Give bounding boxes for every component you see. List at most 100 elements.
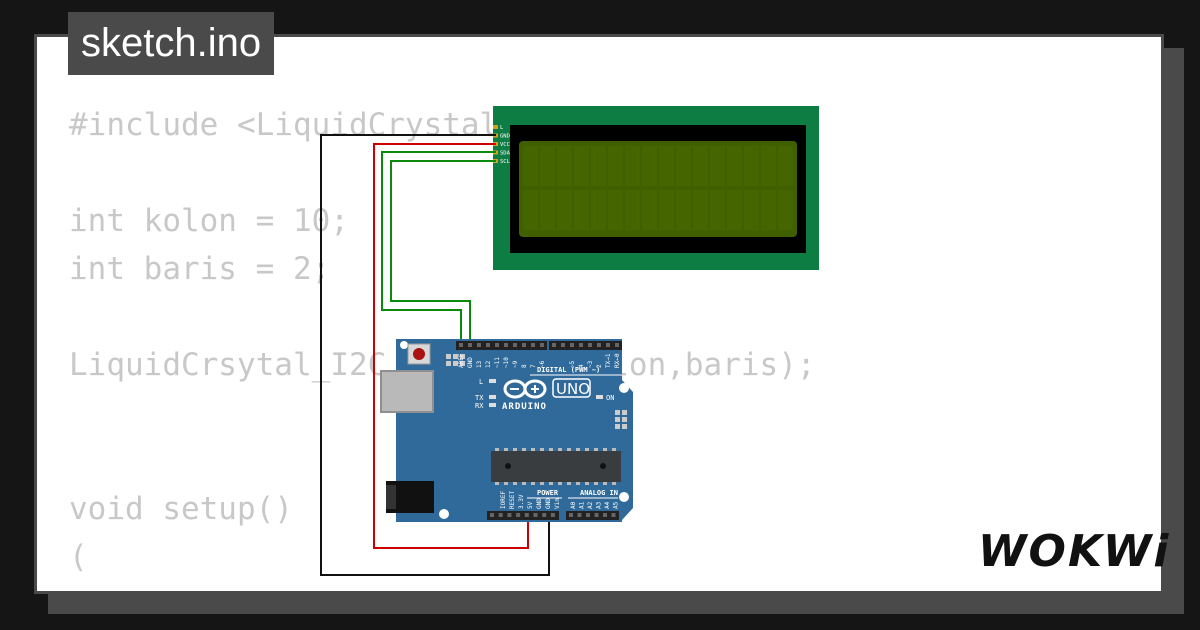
analog-pin (603, 513, 607, 517)
uno-model-label: UNO (556, 380, 590, 398)
lcd-cell (540, 146, 555, 186)
chip-leg (612, 482, 616, 485)
analog-pin-label: A2 (587, 501, 594, 509)
chip-leg (549, 448, 553, 451)
analog-pin (594, 513, 599, 517)
icsp-pin (446, 354, 451, 359)
icsp-header-right (615, 410, 627, 429)
wire-sda[interactable] (381, 151, 496, 345)
chip-leg (567, 482, 571, 485)
digital-pin-label: GND (467, 357, 474, 368)
icsp-pin (453, 354, 458, 359)
digital-pin (486, 343, 490, 347)
lcd-cell (642, 190, 657, 230)
icsp-pin (622, 410, 627, 415)
atmega-chip (491, 451, 621, 482)
digital-header-left (456, 341, 547, 350)
digital-pin-label: ~9 (512, 360, 519, 368)
icsp-pin (615, 417, 620, 422)
chip-leg (549, 482, 553, 485)
wire-gnd[interactable] (320, 134, 550, 576)
digital-pin-label: AREF (458, 353, 465, 368)
chip-leg (603, 482, 607, 485)
chip-leg (594, 448, 598, 451)
chip-leg (522, 448, 526, 451)
icsp-pin (460, 354, 465, 359)
icsp-pin (615, 410, 620, 415)
chip-leg (558, 482, 562, 485)
power-pin (524, 513, 529, 517)
icsp-pin (622, 417, 627, 422)
digital-pin (615, 343, 619, 347)
icsp-pin (453, 361, 458, 366)
lcd-cell (608, 146, 623, 186)
digital-pin-label: RX←0 (614, 353, 621, 368)
digital-pin (477, 343, 481, 347)
power-pin-label: IOREF (500, 491, 507, 509)
led-label: TX (475, 394, 484, 402)
digital-pin (588, 343, 592, 347)
chip-leg (594, 482, 598, 485)
code-line: lcd.init(); (69, 581, 816, 591)
power-pin (542, 513, 547, 517)
digital-pin (531, 343, 535, 347)
digital-pin-label: 2 (596, 364, 603, 368)
lcd-cell (710, 190, 725, 230)
led-on (596, 395, 603, 399)
analog-pin (611, 513, 616, 517)
digital-pin (459, 343, 463, 347)
lcd-cell (591, 190, 606, 230)
lcd-pin-label: VCC (500, 142, 510, 148)
chip-leg (576, 482, 580, 485)
lcd-cell (625, 146, 640, 186)
lcd-cell (523, 190, 538, 230)
digital-pin (468, 343, 472, 347)
lcd-cell (676, 190, 691, 230)
mounting-hole (619, 383, 629, 393)
icsp-pin (446, 361, 451, 366)
lcd-pin-label: GND (500, 134, 510, 140)
digital-pin (552, 343, 556, 347)
power-pin-label: Vin (554, 498, 561, 509)
file-title-tab[interactable]: sketch.ino (68, 12, 275, 75)
lcd-cell (557, 190, 572, 230)
icsp-pin (615, 424, 620, 429)
chip-leg (504, 482, 508, 485)
digital-pin-label: 13 (476, 360, 483, 368)
reset-button-cap[interactable] (413, 348, 425, 360)
status-leds: L TX RX ON (475, 378, 614, 410)
lcd-pin (493, 125, 498, 129)
digital-pin (606, 343, 610, 347)
chip-leg (576, 448, 580, 451)
lcd-cell (710, 146, 725, 186)
wire-scl[interactable] (390, 160, 496, 345)
led-label: L (479, 378, 483, 386)
lcd-cell (642, 146, 657, 186)
lcd-cell (659, 190, 674, 230)
chip-leg (612, 448, 616, 451)
arduino-logo (503, 379, 547, 399)
analog-pin (569, 513, 573, 517)
analog-pin-label: A3 (596, 501, 603, 509)
lcd-cell (540, 190, 555, 230)
icsp-pin (460, 361, 465, 366)
digital-pin-label: ~10 (503, 357, 510, 368)
lcd-cell (676, 146, 691, 186)
wire-vcc[interactable] (373, 143, 529, 549)
chip-leg (567, 448, 571, 451)
digital-pin-label: 4 (578, 364, 585, 368)
lcd-cell (591, 146, 606, 186)
chip-leg (495, 482, 499, 485)
digital-pin-label: 12 (485, 360, 492, 368)
digital-pin-label: ~3 (587, 360, 594, 368)
chip-dot (600, 463, 606, 469)
chip-leg (585, 482, 589, 485)
led-label: ON (606, 394, 614, 402)
power-pin-label: 5V (527, 501, 534, 509)
code-line: void setup() (69, 491, 293, 527)
digital-pin-label: TX→1 (605, 353, 612, 368)
